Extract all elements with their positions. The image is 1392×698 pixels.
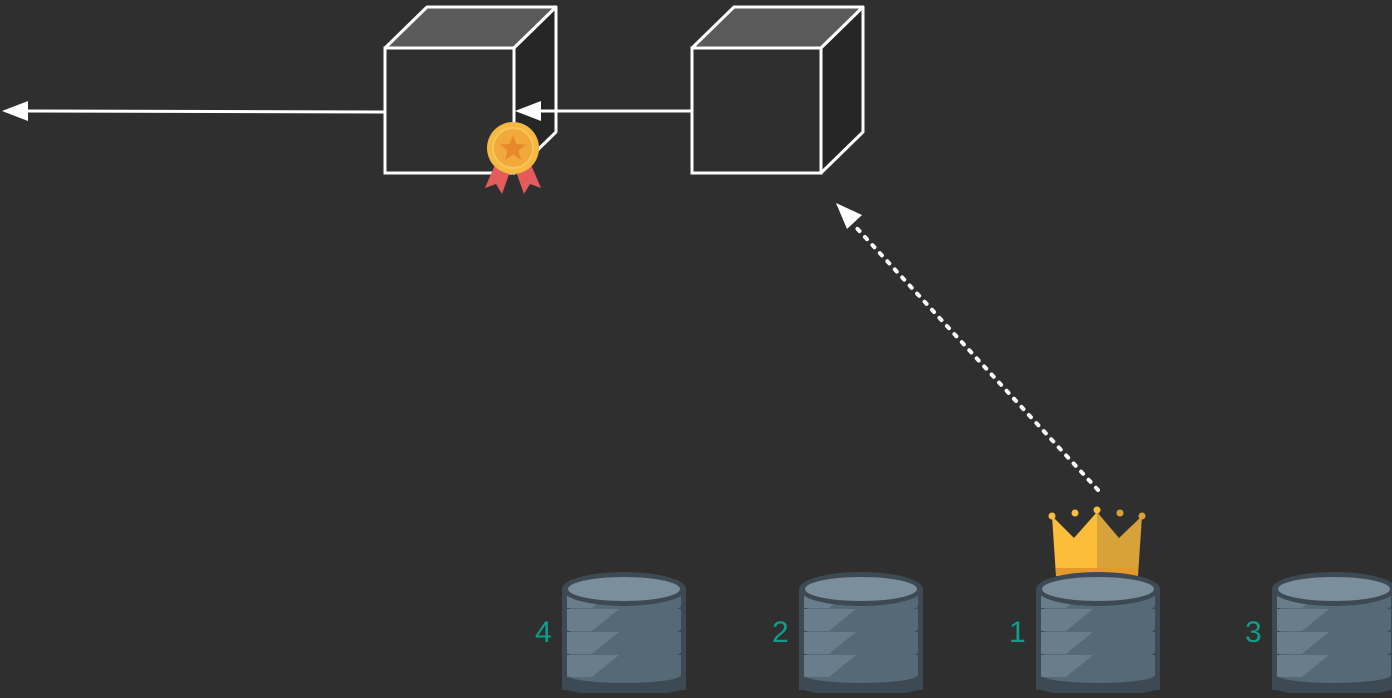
database-icon xyxy=(1036,572,1160,696)
edge-right-node-to-left-node xyxy=(515,101,692,121)
edge-database-1-to-right-node xyxy=(836,203,1100,492)
database-icon xyxy=(562,572,686,696)
database-label-2: 2 xyxy=(772,616,789,649)
database-group xyxy=(562,572,1392,696)
database-label-3: 3 xyxy=(1245,616,1262,649)
database-label-4: 4 xyxy=(535,616,552,649)
cube-icon xyxy=(690,5,865,175)
edge-left-node-to-outside xyxy=(2,101,386,121)
crown-icon xyxy=(1048,506,1146,576)
medal-icon xyxy=(485,122,541,194)
database-icon xyxy=(1272,572,1392,696)
database-label-1: 1 xyxy=(1009,616,1026,649)
database-icon xyxy=(799,572,923,696)
